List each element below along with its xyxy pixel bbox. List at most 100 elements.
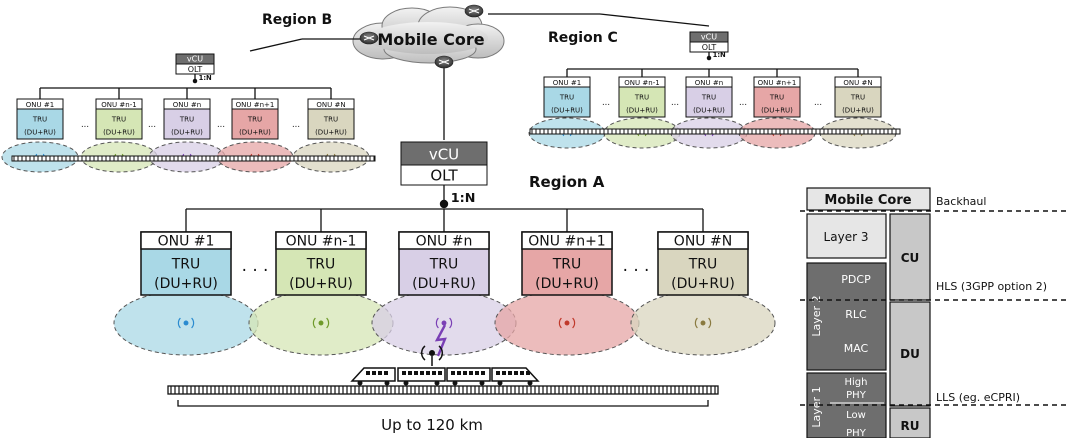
backhaul-label: Backhaul (936, 195, 986, 208)
olt-label: OLT (430, 167, 458, 185)
train-wheel (403, 380, 409, 386)
train-wheel (384, 380, 390, 386)
train-wheel (357, 380, 363, 386)
tru-label: TRU (247, 116, 262, 124)
du-label: DU (900, 347, 920, 361)
onu-header (16, 98, 64, 110)
olt-label: OLT (702, 43, 717, 52)
tru-sub-label: (DU+RU) (154, 276, 218, 292)
ellipsis: ... (671, 97, 679, 107)
tru-sub-label: (DU+RU) (693, 107, 725, 115)
train-window (372, 371, 376, 375)
onu-name: ONU #N (316, 101, 345, 109)
antenna-icon (564, 320, 570, 326)
onu-header (307, 98, 355, 110)
onu-header (685, 76, 733, 88)
splitter-dot (439, 199, 449, 209)
onu-name: ONU #n (173, 101, 201, 109)
onu-header (275, 231, 367, 250)
train-window (420, 371, 424, 375)
train-window (438, 371, 442, 375)
signal-wave-icon (558, 317, 562, 329)
tru-label: TRU (306, 256, 336, 272)
ru-box (889, 407, 931, 439)
low-phy-label: Low (846, 410, 866, 421)
high-phy-label: PHY (846, 390, 867, 401)
signal-wave-icon (326, 317, 330, 329)
rlc-box (829, 302, 883, 326)
onu-name: ONU #n-1 (101, 101, 136, 109)
low-phy-label: PHY (846, 428, 867, 438)
onu-name: ONU #n+1 (236, 101, 275, 109)
train-window (508, 371, 512, 375)
mobile-core-label: Mobile Core (377, 30, 484, 49)
train-wheel (452, 380, 458, 386)
train-wheel (497, 380, 503, 386)
train-window (496, 371, 500, 375)
high-phy-label: High (845, 377, 868, 388)
train-window (502, 371, 506, 375)
ellipsis: ... (81, 119, 89, 129)
onu-header (231, 98, 279, 110)
train-window (402, 371, 406, 375)
ellipsis: ... (148, 119, 156, 129)
ellipsis: · · · (623, 260, 650, 280)
rlc-label: RLC (845, 308, 867, 321)
splitter-dot (192, 78, 198, 84)
tru-sub-label: (DU+RU) (671, 276, 735, 292)
layer3-label: Layer 3 (824, 230, 869, 244)
tru-label: TRU (634, 94, 649, 102)
train-wheel (434, 380, 440, 386)
antenna-icon (441, 320, 447, 326)
signal-wave-icon (572, 317, 576, 329)
cu-label: CU (901, 251, 920, 265)
vcu-label: vCU (701, 33, 717, 42)
onu-header (521, 231, 613, 250)
layer1-label: Layer 1 (810, 386, 823, 427)
onu-name: ONU #1 (553, 79, 581, 87)
signal-wave-icon (694, 317, 698, 329)
lls-label: LLS (eg. eCPRI) (936, 391, 1020, 404)
train-window (514, 371, 518, 375)
signal-wave-icon (435, 317, 439, 329)
signal-wave-icon (312, 317, 316, 329)
ellipsis: · · · (242, 260, 269, 280)
onu-name: ONU #n-1 (624, 79, 659, 87)
antenna-icon (318, 320, 324, 326)
train-window (366, 371, 370, 375)
tru-sub-label: (DU+RU) (315, 129, 347, 137)
distance-bracket (177, 400, 709, 407)
train-wheel (479, 380, 485, 386)
tru-sub-label: (DU+RU) (535, 276, 599, 292)
antenna-icon (183, 320, 189, 326)
onu-name: ONU #N (674, 233, 732, 249)
train-window (469, 371, 473, 375)
mobile-core-cloud: Mobile Core (352, 6, 505, 64)
lightning-icon (434, 324, 447, 357)
signal-wave-icon (177, 317, 181, 329)
ellipsis: ... (217, 119, 225, 129)
onu-name: ONU #N (843, 79, 872, 87)
train-window (451, 371, 455, 375)
train-wheel (527, 380, 533, 386)
tru-label: TRU (171, 256, 201, 272)
split-ratio: 1:N (713, 51, 726, 59)
tru-sub-label: (DU+RU) (842, 107, 874, 115)
splitter-dot (706, 55, 712, 61)
onu-name: ONU #n+1 (758, 79, 797, 87)
onu-name: ONU #n-1 (286, 233, 357, 249)
ellipsis: ... (739, 97, 747, 107)
router-icon (359, 31, 379, 45)
tru-label: TRU (111, 116, 126, 124)
region-b-title: Region B (262, 12, 332, 28)
tru-label: TRU (323, 116, 338, 124)
tru-sub-label: (DU+RU) (239, 129, 271, 137)
ellipsis: ... (602, 97, 610, 107)
onu-header (834, 76, 882, 88)
onu-header (95, 98, 143, 110)
split-ratio: 1:N (199, 74, 212, 82)
tru-label: TRU (701, 94, 716, 102)
onu-name: ONU #n+1 (528, 233, 605, 249)
tru-label: TRU (688, 256, 718, 272)
pdcp-label: PDCP (841, 273, 871, 286)
